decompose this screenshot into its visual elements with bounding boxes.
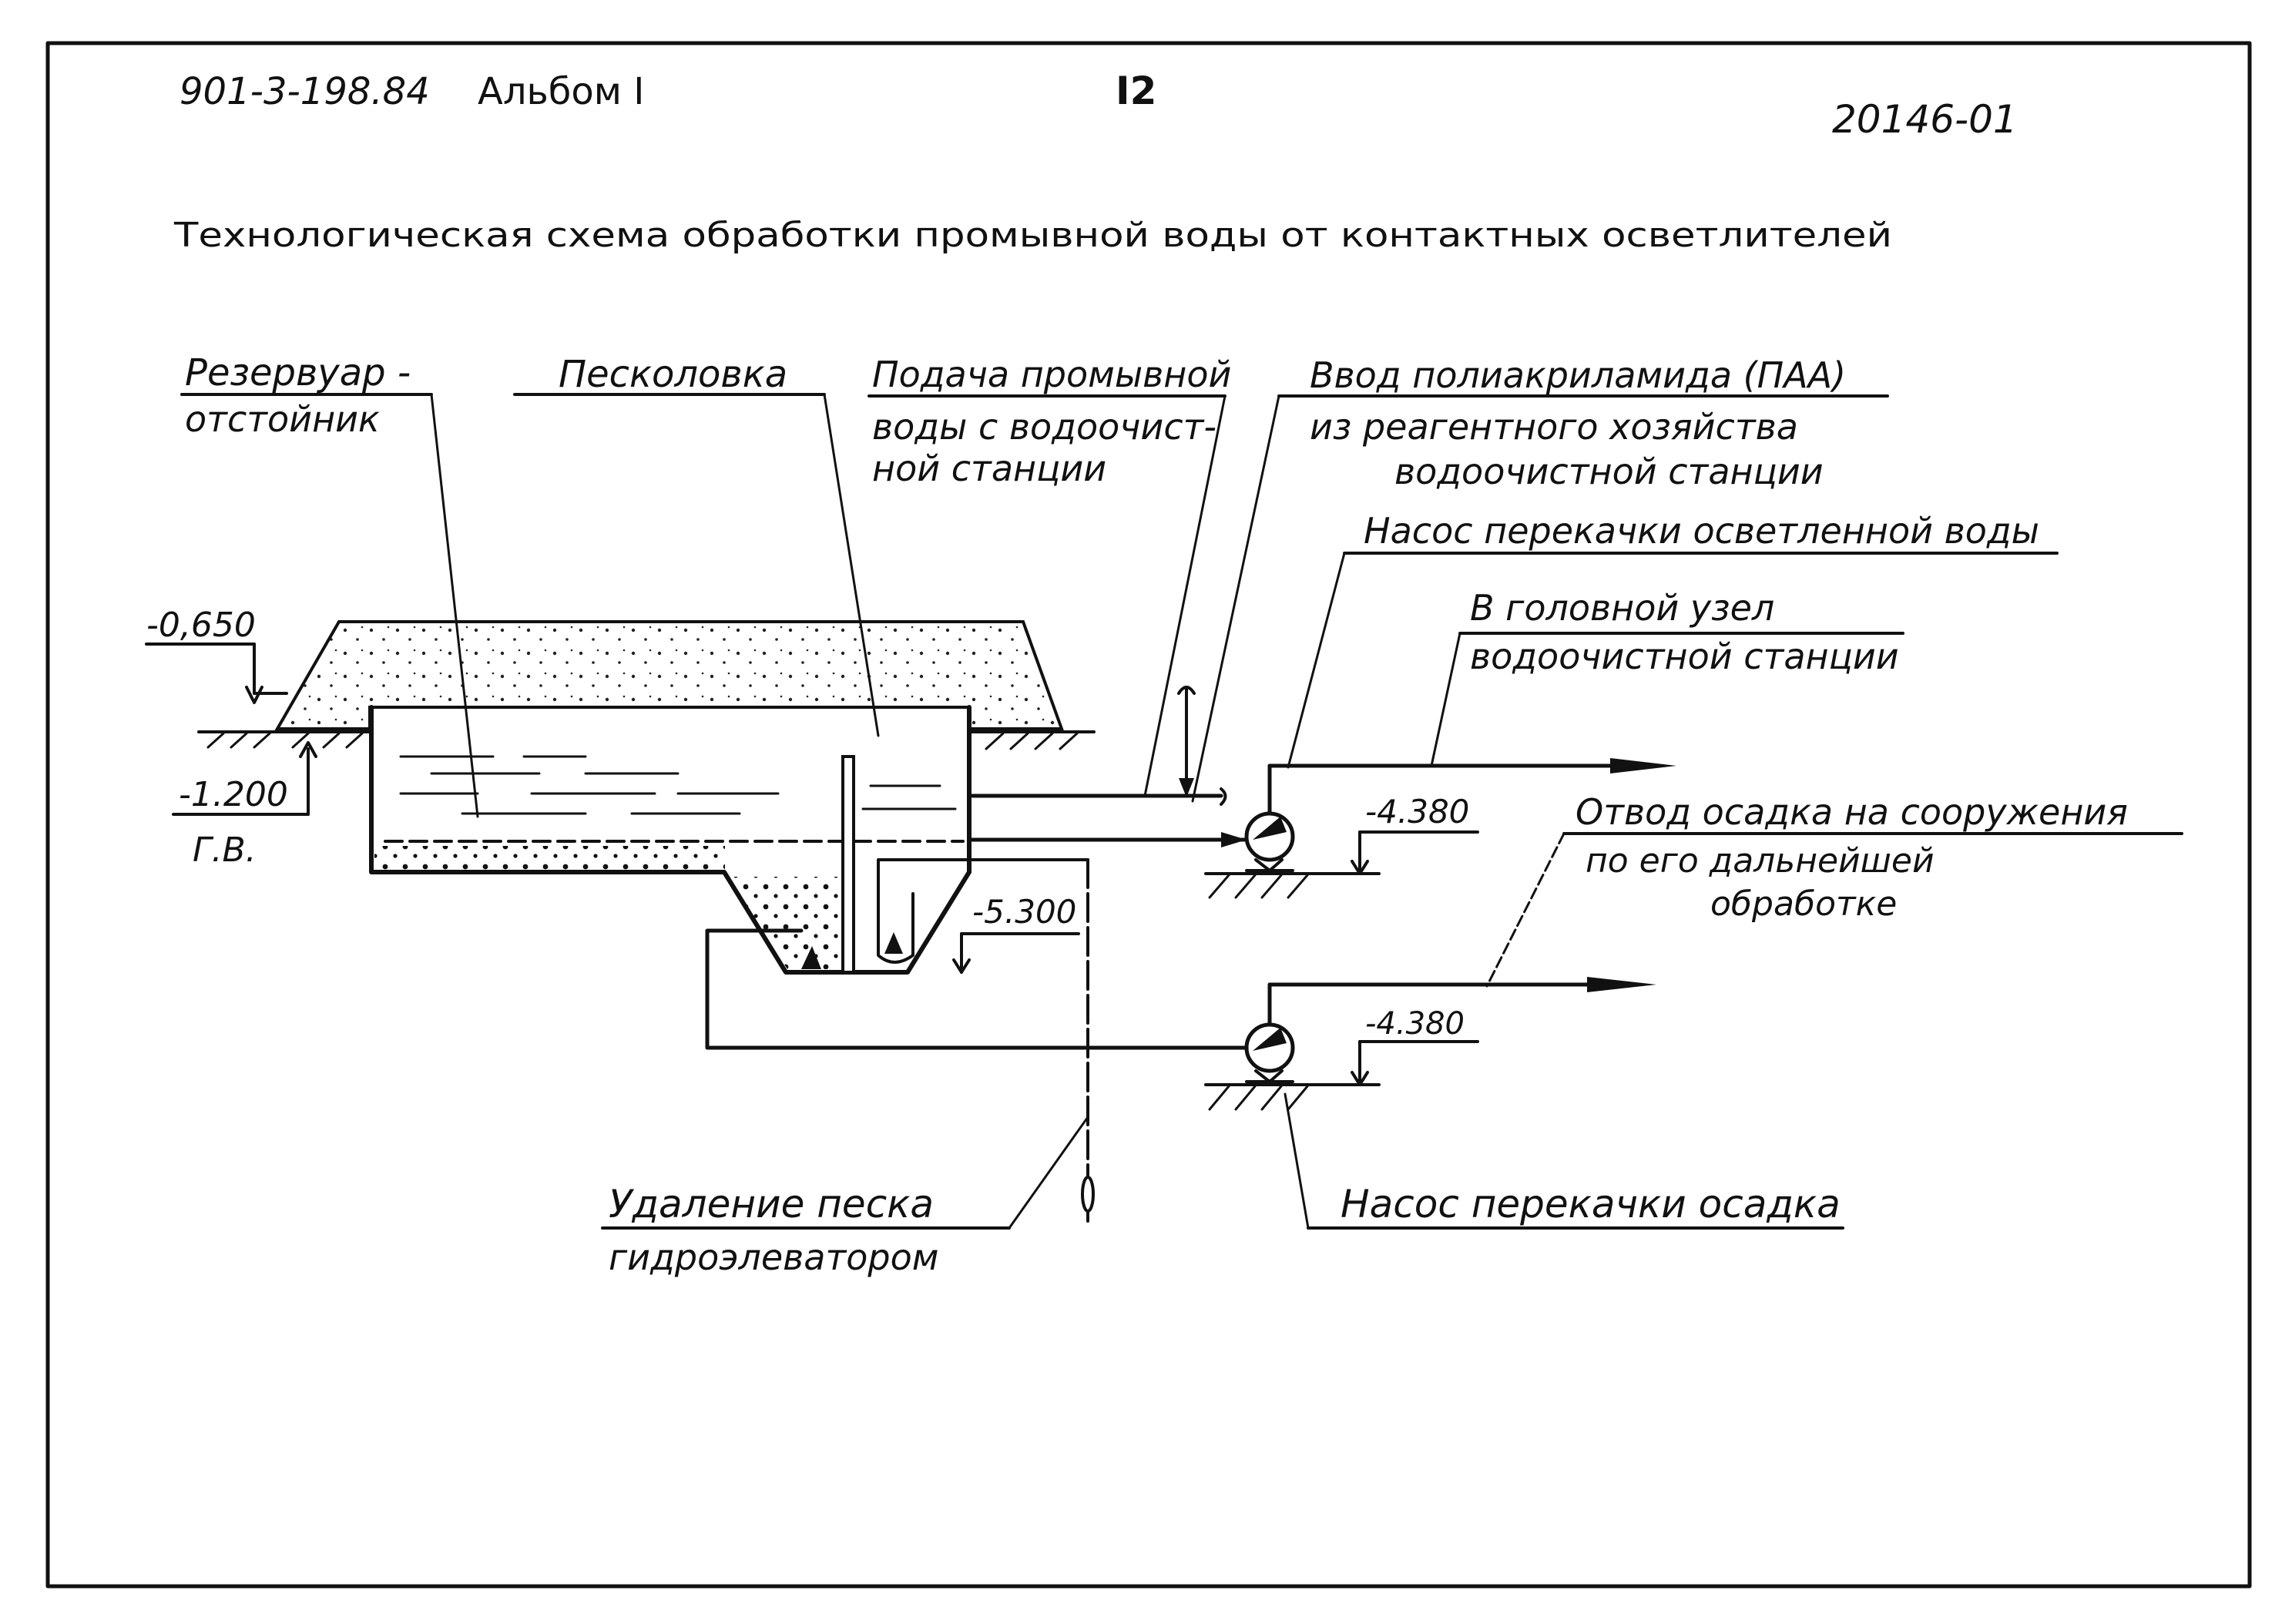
svg-text:ной станции: ной станции xyxy=(872,448,1106,489)
svg-text:-0,650: -0,650 xyxy=(146,606,256,645)
svg-text:Г.В.: Г.В. xyxy=(193,830,257,870)
sludge-discharge-arrow xyxy=(1587,977,1656,992)
pipe-break-mark xyxy=(1220,787,1227,806)
reservoir-sludge-layer xyxy=(374,846,725,871)
svg-text:Насос перекачки осветленной во: Насос перекачки осветленной воды xyxy=(1364,510,2039,552)
paa-feed-arrow xyxy=(1179,778,1194,797)
ground-hatch-right xyxy=(985,732,1079,750)
svg-text:Насос перекачки осадка: Насос перекачки осадка xyxy=(1341,1182,1841,1226)
label-wash-water-supply: Подача промывной воды с водоочист- ной с… xyxy=(867,354,1231,797)
sand-removal-end xyxy=(1081,1176,1095,1213)
svg-text:-1.200: -1.200 xyxy=(179,775,288,814)
hopper-outlet-nozzle xyxy=(801,946,821,969)
svg-text:-4.380: -4.380 xyxy=(1365,793,1469,830)
pump1-floor-hatch xyxy=(1208,874,1309,899)
svg-text:Удаление песка: Удаление песка xyxy=(609,1182,934,1226)
svg-text:из реагентного хозяйства: из реагентного хозяйства xyxy=(1310,406,1798,448)
clarified-water-pump xyxy=(1244,811,1295,862)
page-number: I2 xyxy=(1116,69,1156,113)
svg-text:-5.300: -5.300 xyxy=(972,893,1076,931)
svg-text:по его дальнейшей: по его дальнейшей xyxy=(1586,841,1935,881)
album-label: Альбом I xyxy=(478,70,644,113)
reservoir-tank-wall xyxy=(369,705,971,975)
pump2-floor-hatch xyxy=(1208,1085,1309,1111)
elevation-mark-top: -0,650 xyxy=(145,606,288,704)
svg-text:гидроэлеватором: гидроэлеватором xyxy=(609,1236,938,1278)
svg-text:В головной узел: В головной узел xyxy=(1470,587,1774,629)
sludge-suction-pipe xyxy=(705,928,1250,1050)
inventory-number: 20146-01 xyxy=(1832,97,2018,142)
svg-text:отстойник: отстойник xyxy=(185,398,380,440)
label-head-unit: В головной узел водоочистной станции xyxy=(1430,587,1904,767)
sand-trap-partition xyxy=(841,755,855,974)
svg-text:воды с водоочист-: воды с водоочист- xyxy=(872,406,1216,448)
elevation-mark-pump1: -4.380 xyxy=(1351,793,1479,875)
clarified-water-pump-wedge xyxy=(1253,817,1287,840)
elevation-mark-pump2: -4.380 xyxy=(1351,1006,1479,1086)
label-paa-input: Ввод полиакриламида (ПАА) из реагентного… xyxy=(1191,354,1889,803)
hydroelevator-nozzle xyxy=(884,932,903,954)
label-clarified-pump: Насос перекачки осветленной воды xyxy=(1287,510,2059,769)
drawing-title: Технологическая схема обработки промывно… xyxy=(173,216,1892,255)
svg-text:Резервуар -: Резервуар - xyxy=(185,351,411,394)
sludge-pump-wedge xyxy=(1253,1028,1287,1051)
svg-text:обработке: обработке xyxy=(1710,884,1897,924)
svg-text:Ввод полиакриламида (ПАА): Ввод полиакриламида (ПАА) xyxy=(1310,354,1846,396)
head-unit-arrow xyxy=(1610,758,1676,773)
reservoir-water-lines xyxy=(399,755,780,815)
svg-text:-4.380: -4.380 xyxy=(1365,1006,1465,1042)
svg-text:Песколовка: Песколовка xyxy=(559,353,787,396)
drawing-frame xyxy=(45,41,2252,1589)
clarified-water-pump-base xyxy=(1245,858,1294,872)
elevation-mark-groundwater: -1.200 Г.В. xyxy=(172,741,317,870)
svg-text:Подача промывной: Подача промывной xyxy=(872,354,1231,395)
hydroelevator-pipe xyxy=(877,858,1089,964)
label-sand-removal: Удаление песка гидроэлеватором xyxy=(601,1116,1089,1278)
document-code: 901-3-198.84 xyxy=(180,70,430,113)
elevation-mark-sand-trap: -5.300 xyxy=(952,893,1080,974)
sludge-pump-base xyxy=(1245,1069,1294,1083)
svg-text:водоочистной станции: водоочистной станции xyxy=(1470,636,1899,677)
label-sludge-discharge: Отвод осадка на сооружения по его дальне… xyxy=(1485,791,2183,988)
svg-text:Отвод осадка на сооружения: Отвод осадка на сооружения xyxy=(1576,791,2128,833)
soil-embankment xyxy=(274,620,1064,730)
label-sand-trap: Песколовка xyxy=(513,353,880,737)
svg-text:водоочистной станции: водоочистной станции xyxy=(1394,451,1824,492)
label-sludge-pump: Насос перекачки осадка xyxy=(1284,1092,1844,1230)
sludge-pump xyxy=(1244,1022,1295,1073)
clarified-water-arrow xyxy=(1221,832,1247,847)
ground-hatch-left xyxy=(206,732,364,749)
paa-feed-hook xyxy=(1177,686,1196,695)
sand-trap-hopper-sand xyxy=(727,877,844,969)
label-reservoir: Резервуар - отстойник xyxy=(180,351,479,818)
